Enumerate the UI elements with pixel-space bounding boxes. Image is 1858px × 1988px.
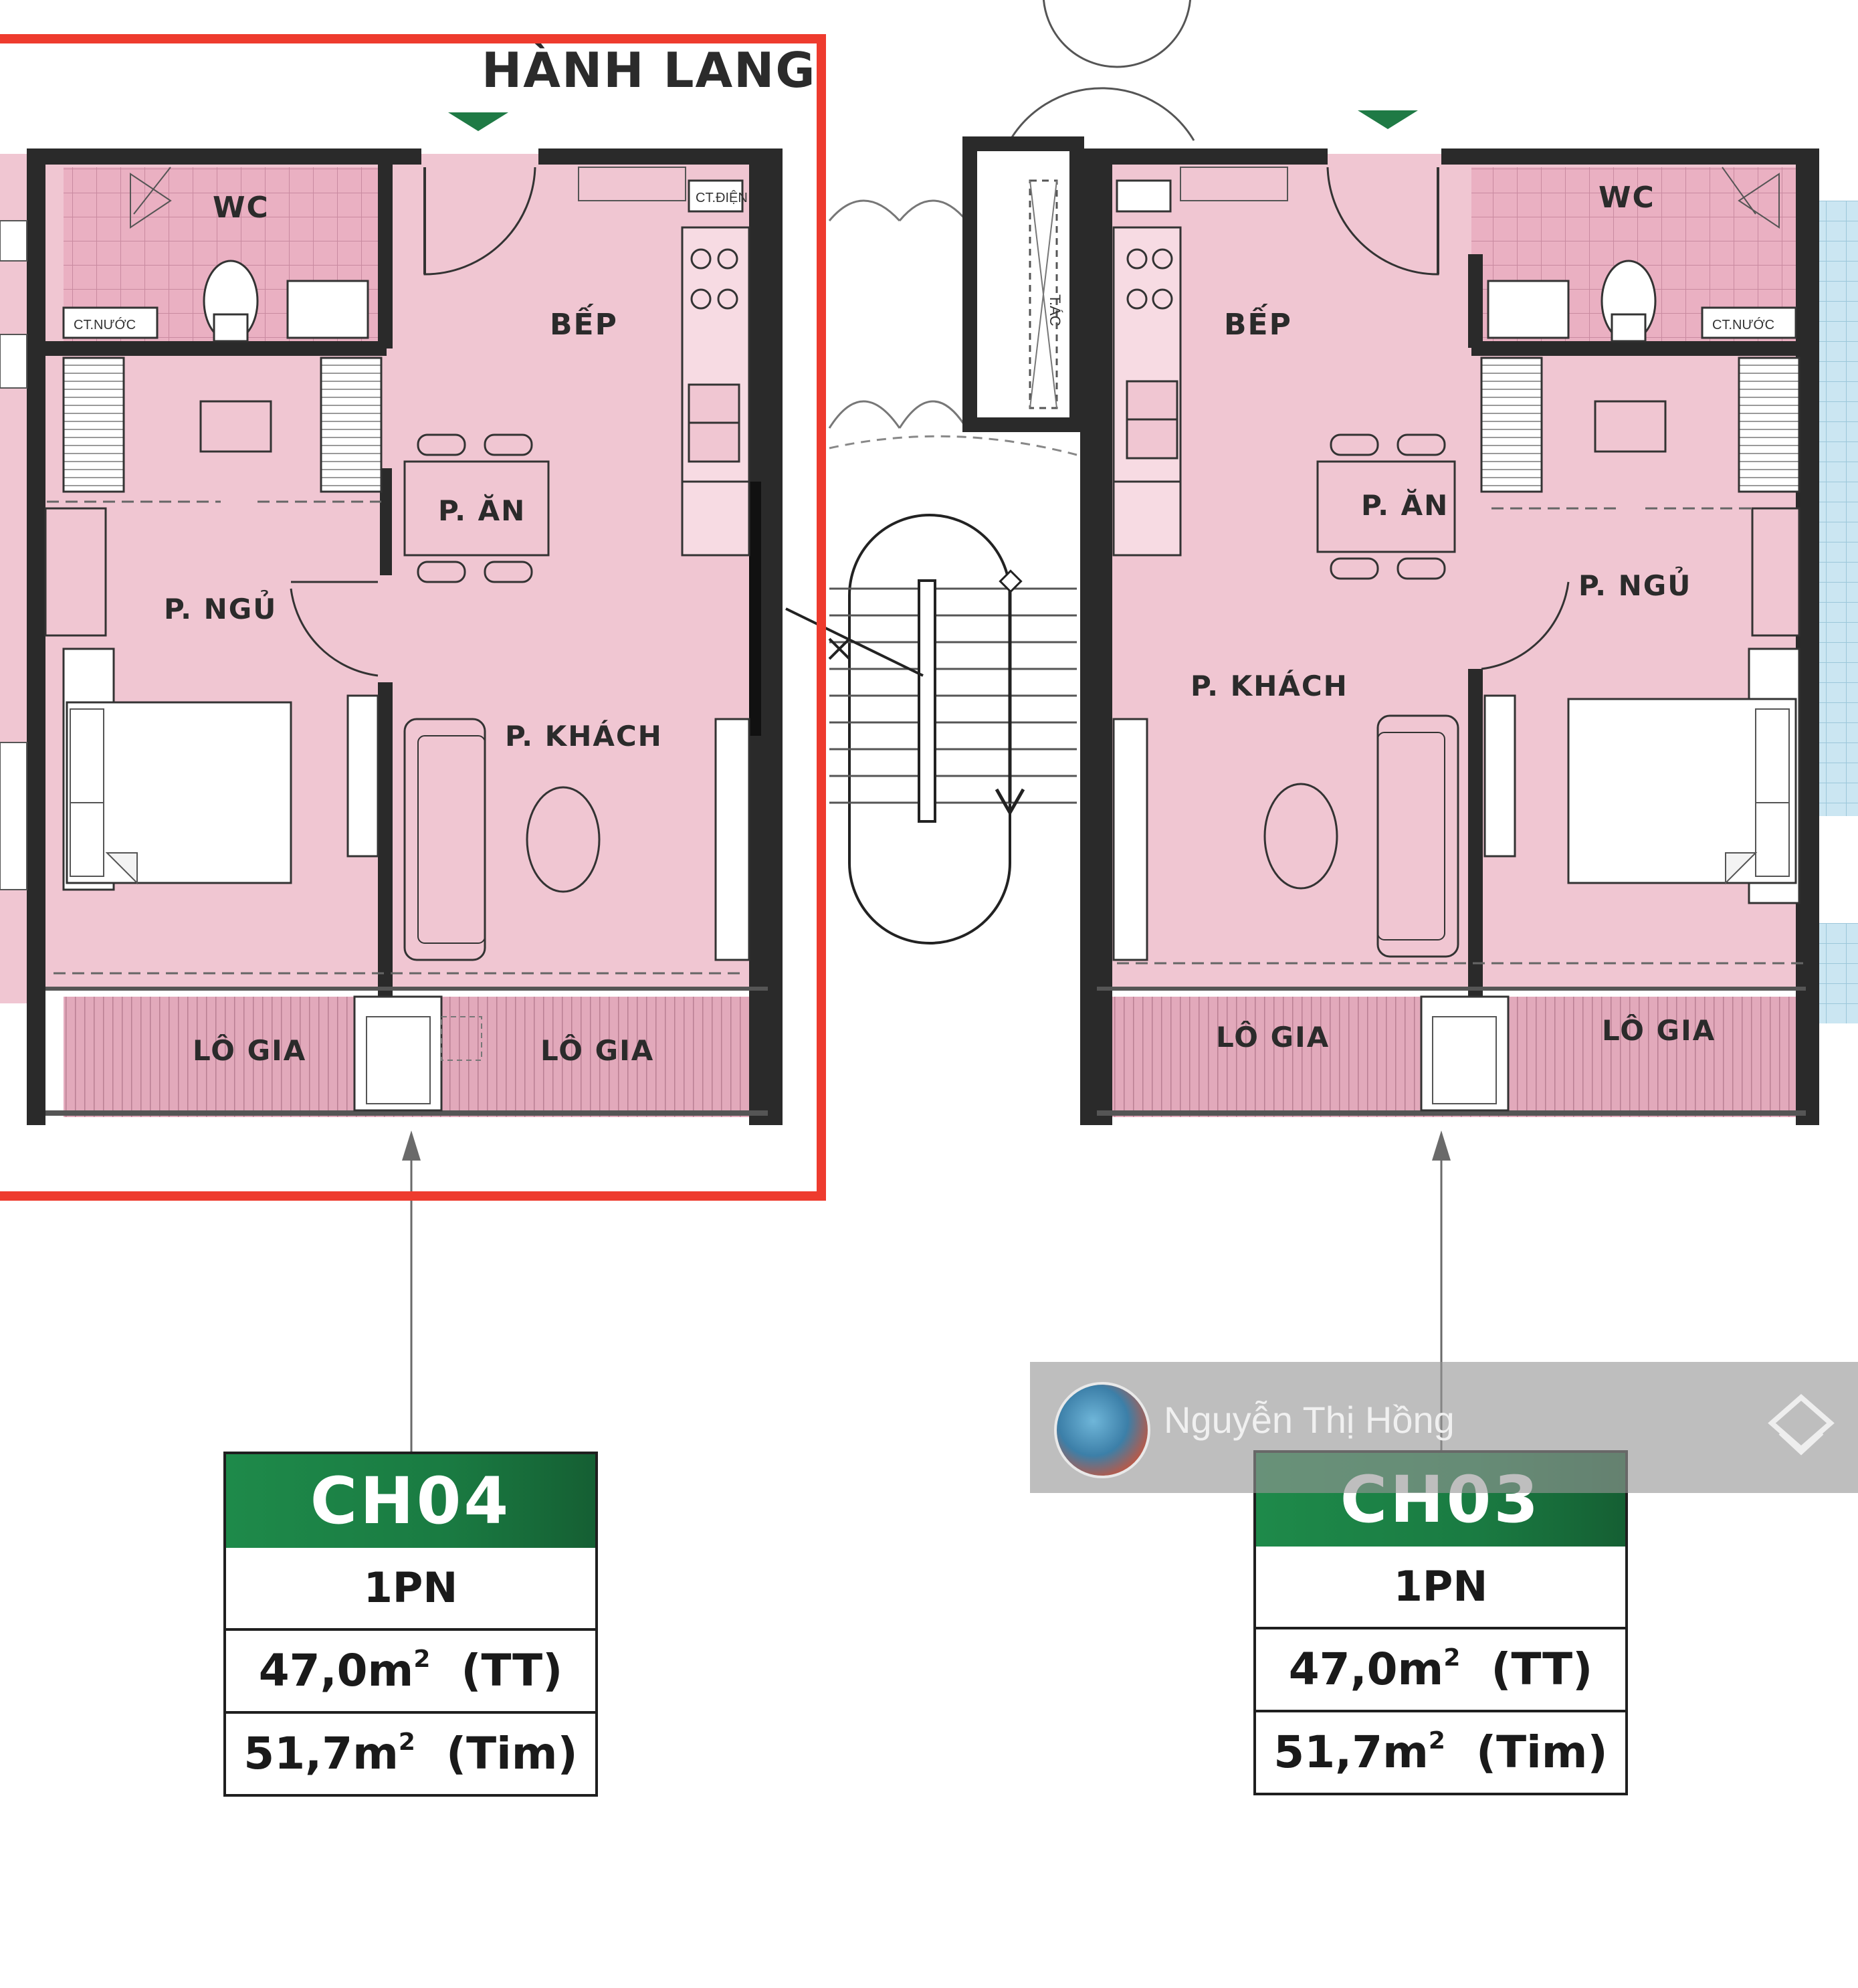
room-label-dining-left: P. ĂN <box>438 494 526 527</box>
stair-arrow-icon <box>995 585 1025 817</box>
tech-shaft: T.ÁC <box>962 136 1084 432</box>
room-label-wc-right: WC <box>1598 181 1655 215</box>
room-label-bedroom-right: P. NGỦ <box>1578 566 1691 602</box>
unit-card-ch03: CH03 1PN 47,0m2 (TT) 51,7m2 (Tim) <box>1253 1450 1628 1795</box>
room-label-loggia-left-2: LÔ GIA <box>540 1033 654 1067</box>
unit-code: CH04 <box>226 1454 595 1548</box>
unit-area-tt: 47,0m2 (TT) <box>1256 1627 1625 1710</box>
door-arrow-icon <box>448 112 508 131</box>
pointer-arrow-icon <box>402 1130 421 1161</box>
shaft-water-label-right: CT.NƯỚC <box>1712 317 1774 332</box>
room-label-living-left: P. KHÁCH <box>505 719 663 753</box>
pointer-arrow-icon <box>1432 1130 1451 1161</box>
shaft-elec-label-left: CT.ĐIỆN <box>696 190 748 205</box>
door-arrow-icon <box>1358 110 1418 129</box>
unit-bedrooms: 1PN <box>1393 1562 1488 1611</box>
room-label-living-right: P. KHÁCH <box>1191 669 1348 702</box>
room-label-loggia-right-1: LÔ GIA <box>1216 1020 1330 1054</box>
room-label-wc-left: WC <box>213 191 270 225</box>
corridor-label: HÀNH LANG <box>482 42 817 98</box>
room-label-dining-right: P. ĂN <box>1361 488 1449 522</box>
unit-area-tim: 51,7m2 (Tim) <box>226 1711 595 1794</box>
shaft-trash-label: T.ÁC <box>1047 294 1063 326</box>
unit-area-tim: 51,7m2 (Tim) <box>1256 1710 1625 1793</box>
unit-bedrooms: 1PN <box>363 1563 458 1612</box>
unit-ch04-plan: CT.ĐIỆN CT.NƯỚC <box>0 148 783 1452</box>
unit-card-ch04: CH04 1PN 47,0m2 (TT) 51,7m2 (Tim) <box>223 1452 598 1797</box>
watermark-bar: Nguyễn Thị Hồng <box>1030 1362 1858 1493</box>
watermark-name: Nguyễn Thị Hồng <box>1164 1399 1455 1441</box>
avatar <box>1054 1382 1150 1478</box>
room-label-kitchen-left: BẾP <box>550 303 618 342</box>
shaft-water-label-left: CT.NƯỚC <box>74 317 136 332</box>
room-label-bedroom-left: P. NGỦ <box>164 589 277 625</box>
corridor-area: HÀNH LANG <box>0 0 1858 144</box>
room-label-loggia-left-1: LÔ GIA <box>193 1033 306 1067</box>
unit-ch03-plan: CT.NƯỚC WC BẾP P. ĂN P. NGỦ P. KHÁCH LÔ … <box>1080 148 1858 1452</box>
room-label-loggia-right-2: LÔ GIA <box>1602 1013 1716 1047</box>
highlight-frame <box>0 34 826 1201</box>
layers-logo-icon <box>1768 1393 1835 1456</box>
room-label-kitchen-right: BẾP <box>1224 303 1292 342</box>
stair-core <box>785 154 1090 983</box>
unit-area-tt: 47,0m2 (TT) <box>226 1628 595 1711</box>
